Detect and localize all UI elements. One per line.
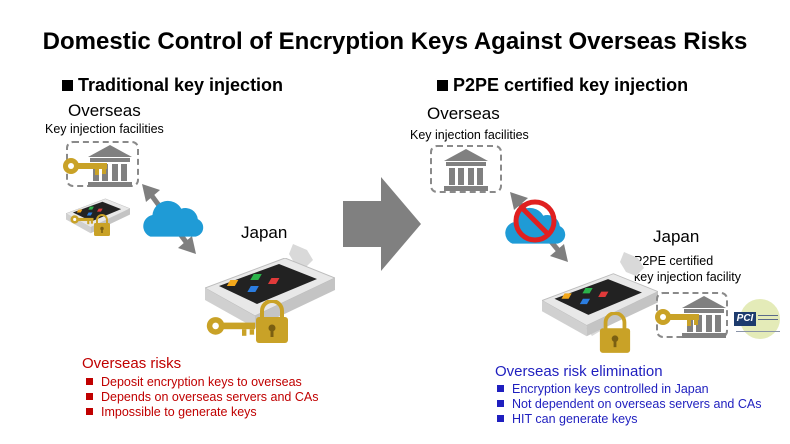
bullet-icon xyxy=(497,385,504,392)
left-section-heading: Traditional key injection xyxy=(62,75,283,96)
cloud-icon xyxy=(143,200,204,237)
list-item: Impossible to generate keys xyxy=(86,405,318,420)
right-arrow-icon xyxy=(343,177,421,271)
padlock-icon xyxy=(598,312,632,354)
pci-logo-text: PCI xyxy=(734,312,756,326)
list-item: Not dependent on overseas servers and CA… xyxy=(497,397,761,412)
bullet-icon xyxy=(497,415,504,422)
list-item: Deposit encryption keys to overseas xyxy=(86,375,318,390)
bullet-icon xyxy=(86,378,93,385)
certified-label-line1: P2PE certified xyxy=(634,254,714,268)
pci-logo-icon: PCI xyxy=(732,299,784,345)
square-bullet-icon xyxy=(62,80,73,91)
square-bullet-icon xyxy=(437,80,448,91)
right-overseas-label: Overseas xyxy=(427,104,500,123)
left-heading-text: Traditional key injection xyxy=(78,75,284,95)
overseas-risks-title: Overseas risks xyxy=(82,355,182,372)
key-icon xyxy=(63,158,107,175)
right-heading-text: P2PE certified key injection xyxy=(453,75,689,95)
pci-logo-line xyxy=(758,315,778,316)
bank-icon xyxy=(444,149,488,191)
bullet-icon xyxy=(86,393,93,400)
padlock-icon xyxy=(254,300,290,344)
list-item: Depends on overseas servers and CAs xyxy=(86,390,318,405)
overseas-risks-list: Deposit encryption keys to overseas Depe… xyxy=(86,375,318,420)
right-section-heading: P2PE certified key injection xyxy=(437,75,688,96)
key-icon xyxy=(70,215,94,225)
prohibited-icon xyxy=(513,199,557,243)
certified-facility-box xyxy=(655,292,728,338)
bullet-icon xyxy=(86,408,93,415)
key-icon xyxy=(206,317,256,336)
pci-logo-line xyxy=(758,319,778,320)
list-item: Encryption keys controlled in Japan xyxy=(497,382,761,397)
left-overseas-label: Overseas xyxy=(68,101,141,120)
left-facility-box xyxy=(63,141,139,187)
bullet-icon xyxy=(497,400,504,407)
certified-label-line2: key injection facility xyxy=(634,270,741,284)
padlock-icon xyxy=(93,214,111,237)
left-facility-label: Key injection facilities xyxy=(45,122,164,136)
right-facility-box xyxy=(430,145,502,193)
left-japan-label: Japan xyxy=(241,223,288,242)
list-item: HIT can generate keys xyxy=(497,412,761,427)
right-facility-label: Key injection facilities xyxy=(410,128,529,142)
pci-logo-line xyxy=(736,331,780,332)
key-icon xyxy=(655,309,699,326)
page-title: Domestic Control of Encryption Keys Agai… xyxy=(42,28,748,55)
right-japan-label: Japan xyxy=(653,227,700,246)
risk-elimination-list: Encryption keys controlled in Japan Not … xyxy=(497,382,761,427)
risk-elimination-title: Overseas risk elimination xyxy=(495,363,663,380)
